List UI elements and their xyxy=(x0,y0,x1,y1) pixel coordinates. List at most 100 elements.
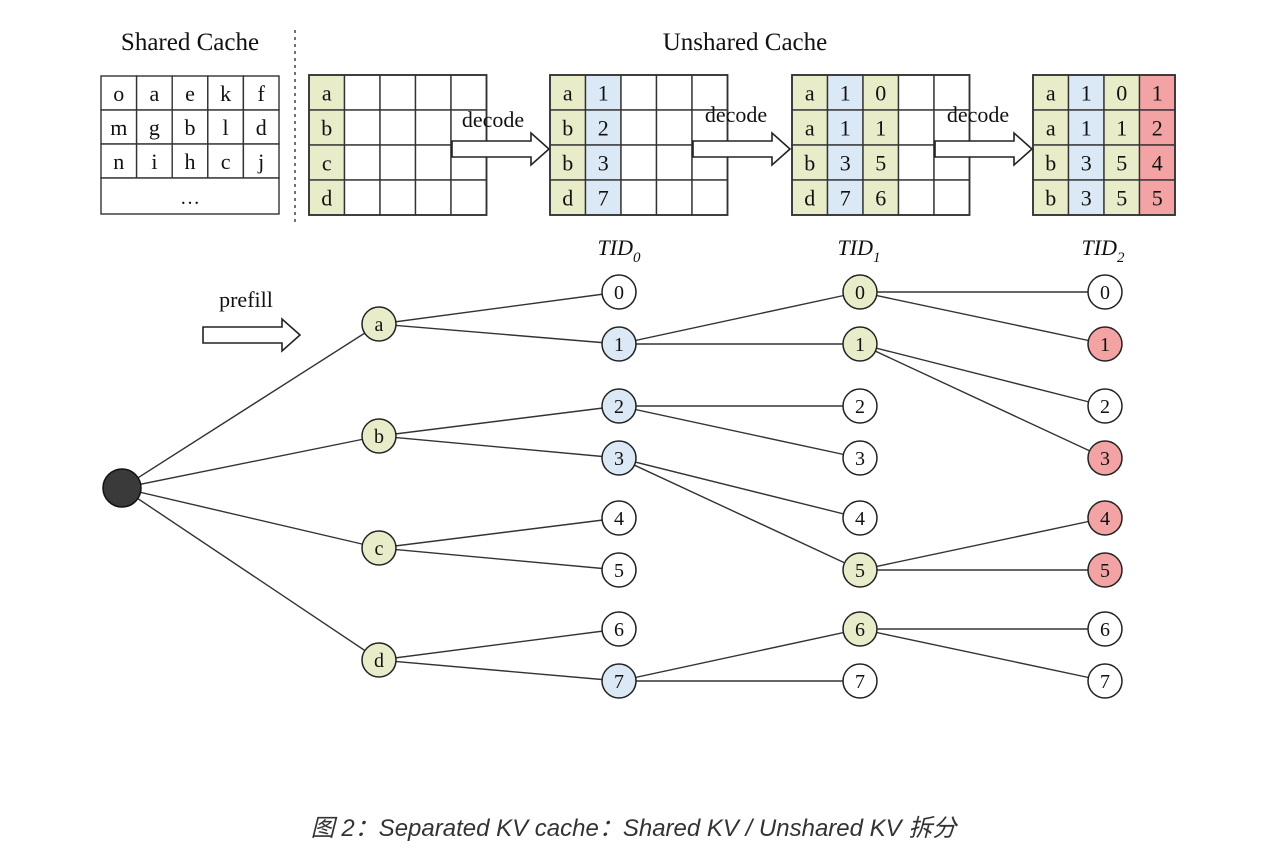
tree-node xyxy=(842,611,878,647)
unshared-cell xyxy=(1067,144,1105,181)
tree-edge xyxy=(121,487,380,549)
shared-cell-text: e xyxy=(185,81,195,106)
tree-node xyxy=(361,306,397,342)
tree-node xyxy=(842,274,878,310)
tree-node-label: 1 xyxy=(855,334,865,356)
tree-node-label: 1 xyxy=(1100,334,1110,356)
tree-edge xyxy=(121,323,380,489)
tree-node-label: 2 xyxy=(614,396,624,418)
unshared-cell-text: a xyxy=(1046,81,1056,106)
decode-label: decode xyxy=(705,102,767,127)
unshared-cell xyxy=(620,109,658,146)
tree-node-label: 7 xyxy=(855,671,865,693)
unshared-cell-text: a xyxy=(322,81,332,106)
unshared-cell xyxy=(379,74,417,111)
unshared-cell-text: 2 xyxy=(598,116,609,141)
tree-node xyxy=(1087,611,1123,647)
tree-node xyxy=(1087,500,1123,536)
unshared-cell-text: 1 xyxy=(875,116,886,141)
tid-label: TID2 xyxy=(1082,235,1125,266)
unshared-cell xyxy=(584,144,622,181)
tree-edge xyxy=(618,405,861,459)
tree-edge xyxy=(618,628,861,682)
unshared-cell-text: 5 xyxy=(1116,186,1127,211)
shared-cell xyxy=(135,75,173,111)
tree-edge xyxy=(378,291,620,325)
tree-node-label: 7 xyxy=(614,671,624,693)
shared-cell-text: f xyxy=(258,81,266,106)
tree-node-label: 0 xyxy=(1100,282,1110,304)
tree-edges xyxy=(121,291,1106,682)
unshared-cell xyxy=(655,179,693,216)
unshared-cell-text: 7 xyxy=(598,186,609,211)
unshared-cell xyxy=(862,109,900,146)
unshared-cell xyxy=(862,144,900,181)
shared-cell-text: m xyxy=(110,115,127,140)
shared-cell-text: o xyxy=(113,81,124,106)
tree-node xyxy=(361,530,397,566)
unshared-cell xyxy=(549,109,587,146)
tree-node-label: 3 xyxy=(855,448,865,470)
hollow-arrow xyxy=(692,131,792,167)
tid-label: TID0 xyxy=(598,235,641,266)
unshared-cell xyxy=(584,179,622,216)
unshared-cell xyxy=(933,179,971,216)
shared-cell xyxy=(171,109,209,145)
unshared-cell-text: c xyxy=(322,151,332,176)
unshared-cell-text: 1 xyxy=(1081,116,1092,141)
unshared-cell xyxy=(379,144,417,181)
unshared-cell-text: 3 xyxy=(840,151,851,176)
unshared-cell-text: 5 xyxy=(875,151,886,176)
shared-cell-text: l xyxy=(223,115,229,140)
unshared-cell xyxy=(343,109,381,146)
tree-node xyxy=(1087,440,1123,476)
tree-edge xyxy=(121,435,380,489)
tid-label: TID1 xyxy=(838,235,881,266)
unshared-cell xyxy=(343,179,381,216)
tree-node-label: 3 xyxy=(614,448,624,470)
shared-cell-text: d xyxy=(256,115,267,140)
unshared-cell-text: 7 xyxy=(840,186,851,211)
tree-node xyxy=(601,274,637,310)
tree-edge xyxy=(618,291,861,345)
shared-cell-text: g xyxy=(149,115,160,140)
unshared-cell xyxy=(897,74,935,111)
unshared-cell xyxy=(1032,109,1070,146)
tid-subscript: 0 xyxy=(633,250,641,266)
unshared-cell-text: 0 xyxy=(875,81,886,106)
tree-node xyxy=(601,500,637,536)
tree-node-label: 2 xyxy=(1100,396,1110,418)
unshared-cell-text: 1 xyxy=(1081,81,1092,106)
unshared-cell-text: b xyxy=(1045,151,1056,176)
unshared-cell xyxy=(1067,179,1105,216)
tid-subscript: 1 xyxy=(873,250,881,266)
unshared-cell xyxy=(414,144,452,181)
shared-cell-text: a xyxy=(150,81,160,106)
shared-ellipsis-row xyxy=(100,177,280,215)
tree-edge xyxy=(618,457,861,519)
unshared-cell-text: 0 xyxy=(1116,81,1127,106)
unshared-cell xyxy=(1103,74,1141,111)
unshared-cell-text: a xyxy=(1046,116,1056,141)
unshared-cell xyxy=(343,144,381,181)
tree-node xyxy=(361,642,397,678)
shared-cell xyxy=(242,109,280,145)
tree-edge xyxy=(378,323,620,345)
decode-label: decode xyxy=(947,102,1009,127)
unshared-cell xyxy=(620,179,658,216)
tid-labels: TID0 TID1 TID2 xyxy=(598,235,1125,266)
tree-node-label: 1 xyxy=(614,334,624,356)
unshared-cell xyxy=(308,179,346,216)
tree-edge xyxy=(378,659,620,682)
tree-node xyxy=(1087,388,1123,424)
tree-node-label: d xyxy=(374,650,384,672)
tree-edge xyxy=(121,487,380,661)
tree-node-label: 5 xyxy=(1100,560,1110,582)
tree-node xyxy=(842,388,878,424)
unshared-cell-text: d xyxy=(562,186,573,211)
tree-edge xyxy=(859,517,1106,571)
tree-edge xyxy=(859,343,1106,407)
tree-edge xyxy=(378,628,620,661)
unshared-cell-text: 2 xyxy=(1152,116,1163,141)
